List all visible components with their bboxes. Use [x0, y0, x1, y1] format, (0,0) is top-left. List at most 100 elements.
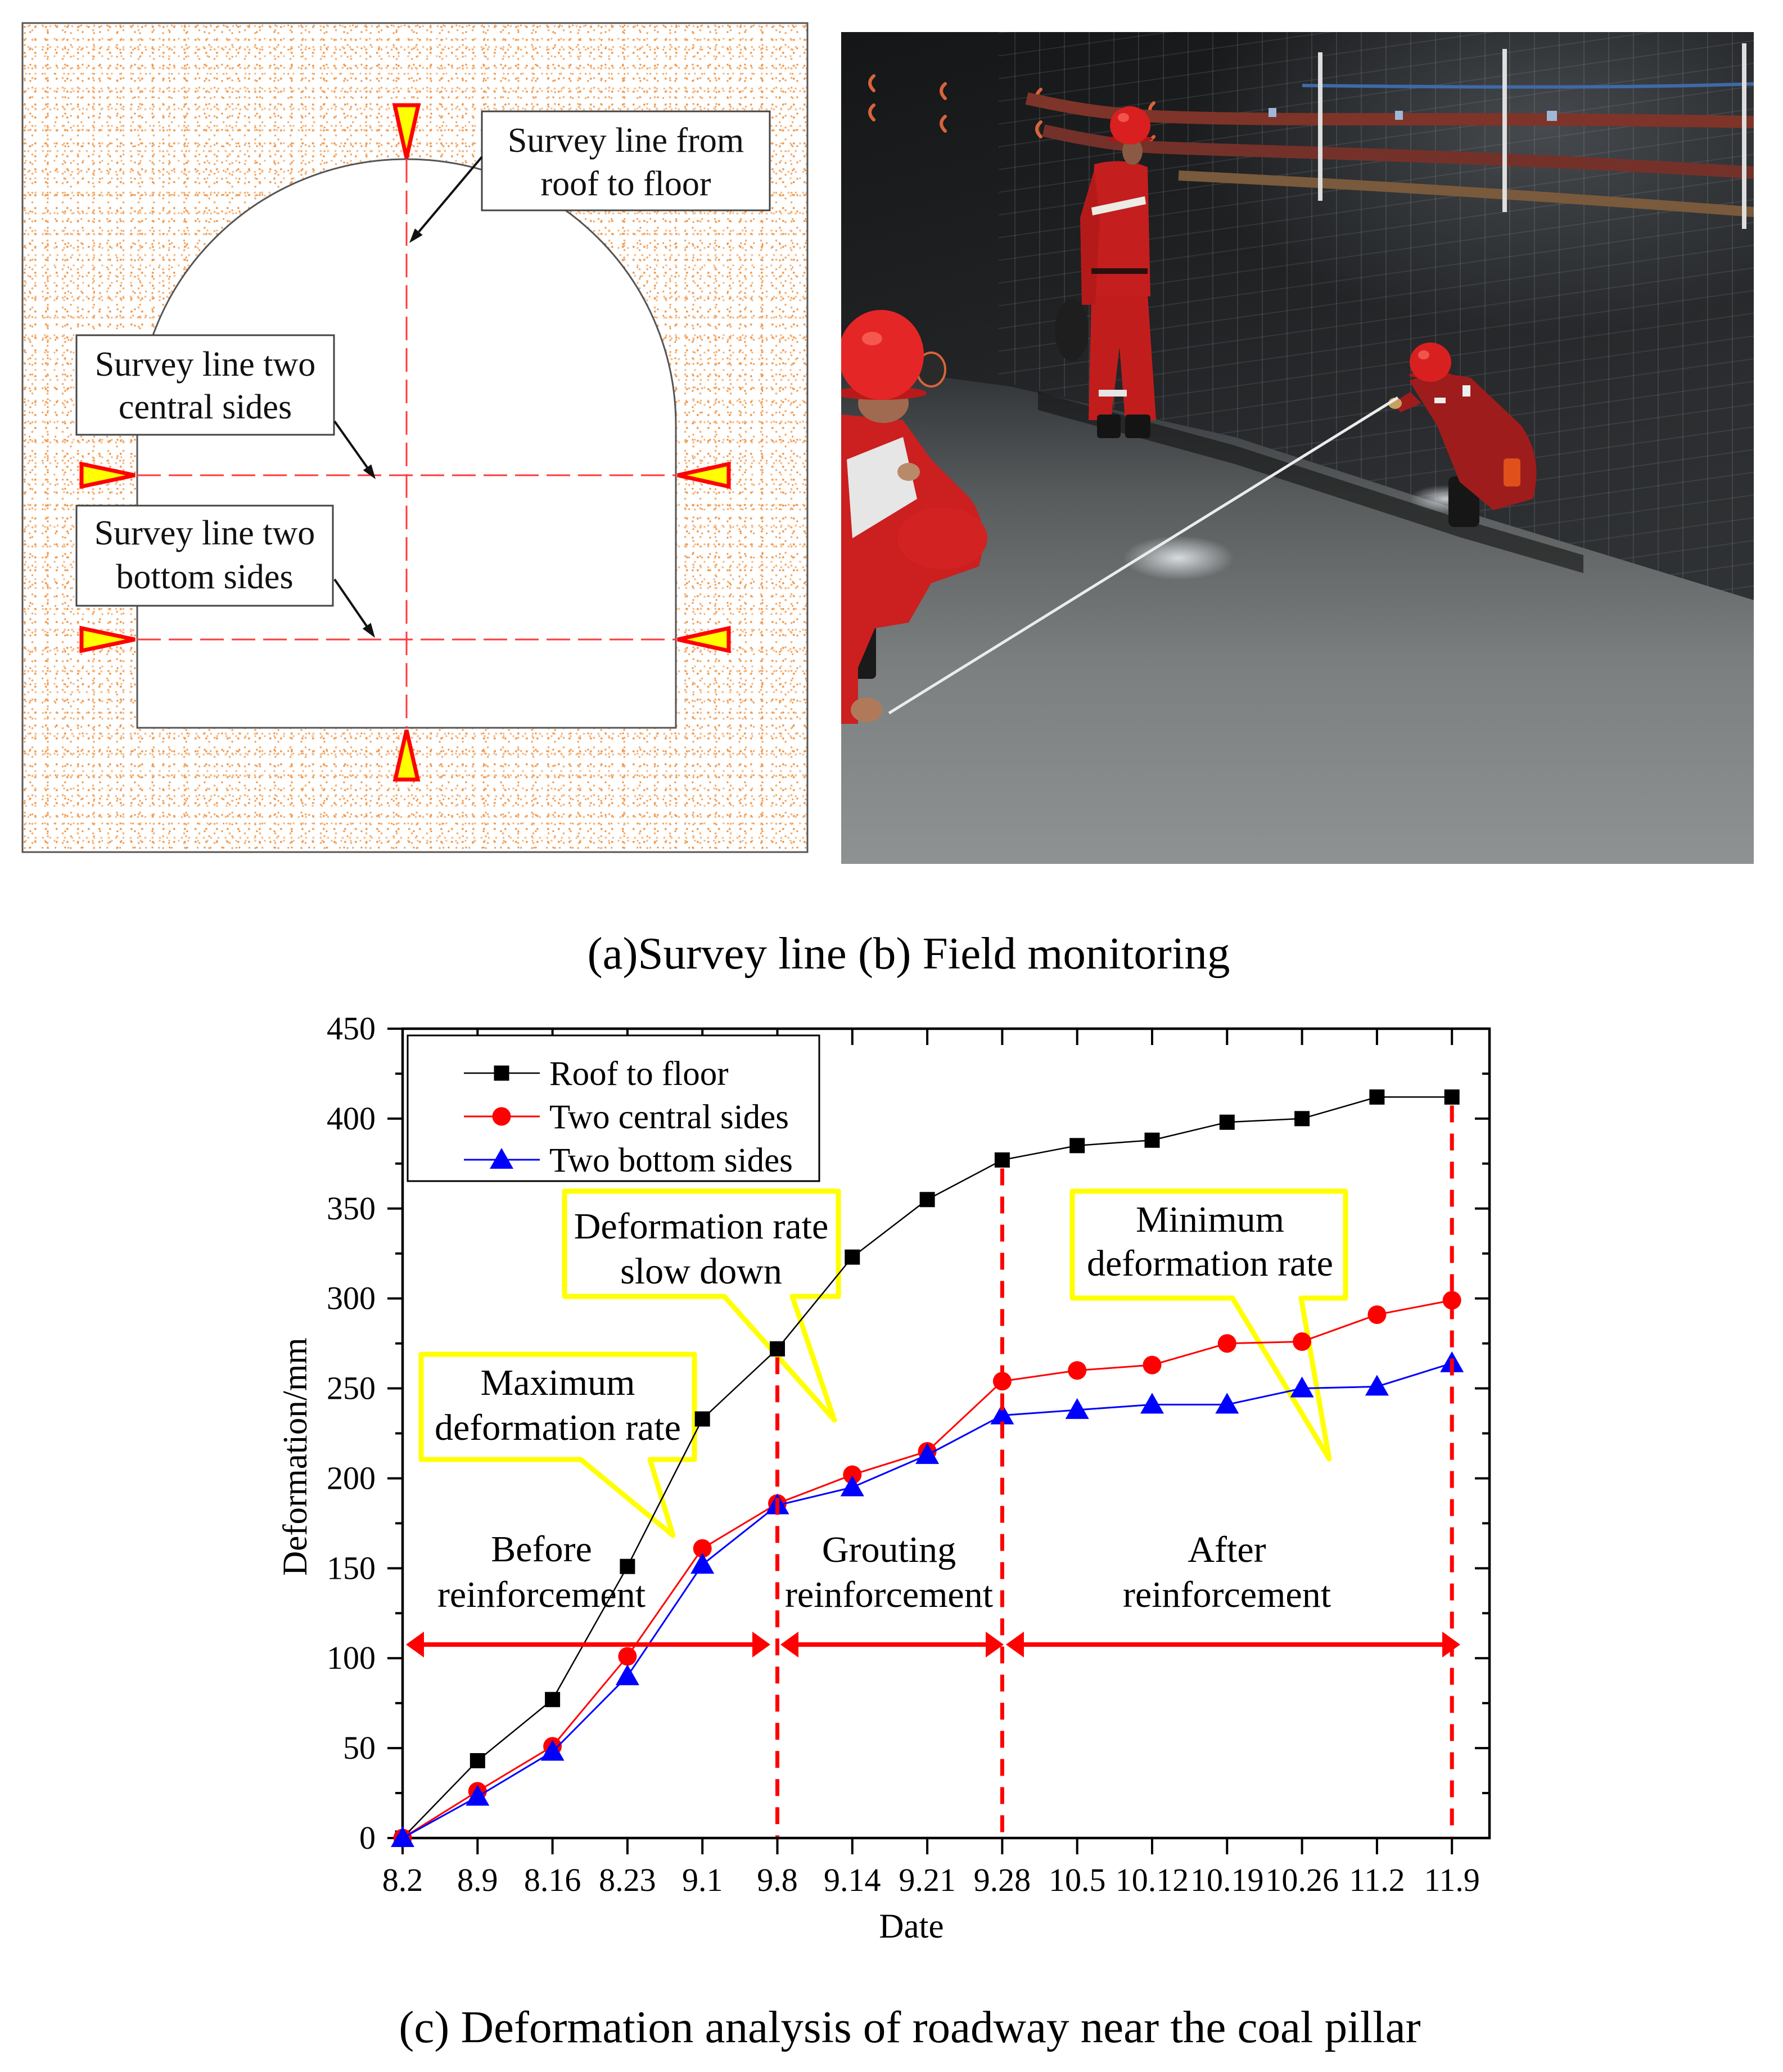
legend-circle-icon	[492, 1107, 511, 1126]
worker-legs	[1089, 294, 1156, 420]
label-central-sides-line2: central sides	[119, 388, 292, 426]
phase-label-before-line2: reinforcement	[437, 1574, 646, 1615]
measuring-point-left-bottom-icon	[79, 625, 136, 654]
x-tick-label: 8.23	[599, 1862, 656, 1898]
hook-icon	[940, 82, 947, 100]
worker-torso	[1089, 161, 1150, 296]
worker-hand	[897, 463, 920, 481]
label-box-bottom-sides	[75, 505, 334, 607]
data-point-circle-icon	[1143, 1355, 1162, 1375]
diagram-frame	[21, 22, 809, 853]
worker-boot	[1097, 415, 1121, 438]
callout-maximum-rate	[418, 1352, 697, 1538]
measuring-point-roof-icon	[392, 103, 421, 159]
label-roof-to-floor-line2: roof to floor	[540, 165, 711, 203]
data-point-square-icon	[620, 1558, 635, 1574]
x-tick-label: 10.26	[1265, 1862, 1339, 1898]
callout-maximum-rate-line2: deformation rate	[435, 1407, 681, 1448]
legend-box	[407, 1034, 820, 1182]
x-tick-label: 8.16	[524, 1862, 581, 1898]
x-tick-label: 9.28	[974, 1862, 1031, 1898]
data-point-triangle-icon	[840, 1475, 864, 1497]
data-point-triangle-icon	[615, 1664, 639, 1686]
legend-label: Two bottom sides	[549, 1142, 793, 1179]
label-bottom-sides-line2: bottom sides	[116, 558, 293, 596]
data-point-square-icon	[1144, 1132, 1160, 1148]
helmet-highlight	[862, 332, 882, 345]
x-axis-title: Date	[879, 1908, 944, 1945]
data-point-square-icon	[1369, 1089, 1385, 1105]
measuring-point-floor-icon	[392, 729, 421, 782]
caption-panels-a-b: (a)Survey line (b) Field monitoring	[587, 928, 1230, 979]
label-central-sides-line1: Survey line two	[95, 345, 316, 384]
reflective-stripe	[1099, 390, 1127, 397]
data-point-square-icon	[1444, 1089, 1460, 1105]
data-point-square-icon	[845, 1249, 860, 1265]
worker-crouching-right	[1388, 343, 1537, 527]
callout-slow-down	[562, 1188, 841, 1423]
phase-boundary-lines	[775, 1105, 1454, 1837]
data-point-circle-icon	[618, 1647, 637, 1666]
y-axis-title: Deformation/mm	[277, 1337, 314, 1576]
data-point-triangle-icon	[690, 1552, 715, 1574]
legend-square-icon	[494, 1065, 509, 1081]
double-arrow-after-reinforcement-icon	[1006, 1632, 1460, 1657]
x-tick-label: 9.14	[824, 1862, 881, 1898]
phase-arrows	[406, 1632, 1460, 1657]
data-point-circle-icon	[1293, 1332, 1312, 1351]
data-point-triangle-icon	[1140, 1393, 1164, 1414]
data-series	[391, 1089, 1464, 1848]
data-point-triangle-icon	[990, 1403, 1014, 1425]
worker-boot	[1125, 415, 1150, 438]
wall-base-shadow	[1038, 392, 1583, 573]
photo-scene-overlay	[841, 43, 1754, 724]
pipe	[1178, 170, 1754, 217]
data-point-square-icon	[994, 1152, 1010, 1168]
legend-label: Roof to floor	[549, 1055, 729, 1093]
panel-c-deformation-chart: Maximum deformation rate Deformation rat…	[277, 1010, 1491, 1945]
series-roof-to-floor	[395, 1089, 1460, 1846]
wall-tag	[1547, 111, 1557, 121]
blue-cable	[1302, 82, 1754, 89]
helmet-icon	[1410, 343, 1451, 382]
wall-tag	[1395, 111, 1403, 120]
wall-tag	[1269, 108, 1276, 117]
helmet-highlight	[1418, 350, 1429, 359]
data-point-circle-icon	[1217, 1334, 1236, 1353]
y-tick-label: 350	[327, 1190, 376, 1227]
callouts: Maximum deformation rate Deformation rat…	[418, 1188, 1348, 1538]
double-arrow-grouting-reinforcement-icon	[780, 1632, 1004, 1657]
panel-b-field-monitoring-photo	[841, 32, 1754, 864]
arrowhead-icon	[363, 464, 376, 479]
callout-slow-down-line2: slow down	[620, 1251, 782, 1292]
data-point-triangle-icon	[391, 1826, 414, 1847]
data-point-circle-icon	[1068, 1361, 1087, 1380]
helmet-icon	[841, 310, 924, 400]
phase-label-after-line2: reinforcement	[1123, 1574, 1331, 1615]
leader-line-bottom-sides	[333, 578, 368, 627]
double-arrow-before-reinforcement-icon	[406, 1632, 770, 1657]
x-tick-label: 11.2	[1349, 1862, 1405, 1898]
data-point-square-icon	[470, 1753, 485, 1768]
tape-case	[1504, 458, 1520, 487]
panel-a-survey-line-diagram: Survey line from roof to floor Survey li…	[21, 22, 809, 853]
plot-area-frame	[401, 1027, 1491, 1840]
worker-standing	[1055, 106, 1156, 438]
y-tick-label: 0	[359, 1819, 376, 1856]
helmet-icon	[1110, 106, 1150, 145]
data-point-triangle-icon	[1290, 1376, 1314, 1398]
measuring-tape	[888, 396, 1399, 715]
data-point-triangle-icon	[466, 1785, 490, 1806]
legend-label: Two central sides	[549, 1098, 789, 1136]
worker-crouching-left	[841, 310, 987, 724]
helmet-highlight	[1118, 113, 1129, 122]
callout-maximum-rate-line1: Maximum	[481, 1362, 635, 1403]
y-tick-label: 200	[327, 1460, 376, 1496]
callout-slow-down-line1: Deformation rate	[574, 1206, 829, 1247]
phase-labels: Before reinforcement Grouting reinforcem…	[437, 1529, 1331, 1615]
legend-triangle-icon	[490, 1148, 513, 1169]
x-tick-label: 10.19	[1190, 1862, 1264, 1898]
y-tick-label: 450	[327, 1010, 376, 1047]
x-tick-label: 11.9	[1424, 1862, 1480, 1898]
